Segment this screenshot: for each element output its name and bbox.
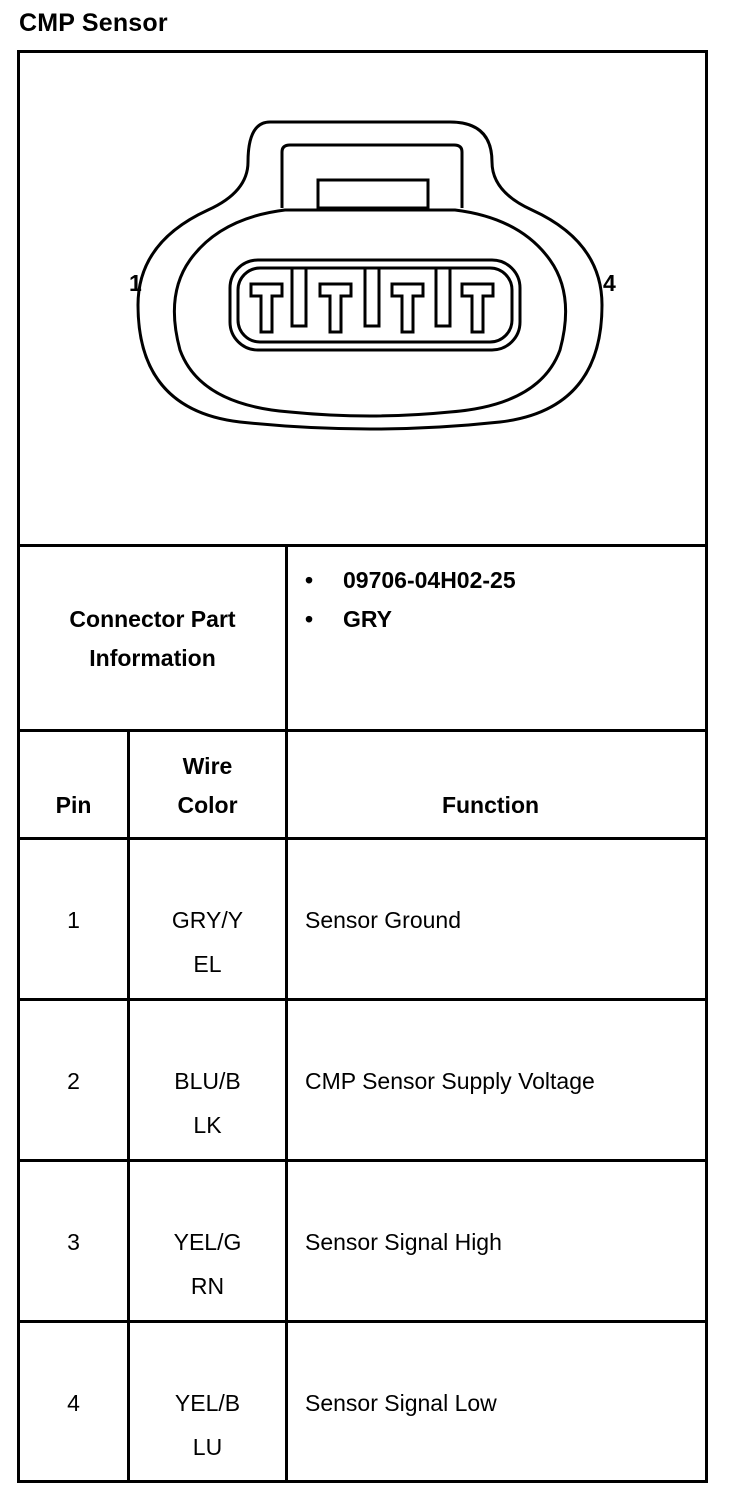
bullet-icon: •	[305, 567, 314, 593]
terminal-pin-1	[249, 282, 284, 334]
part-info-label-line2: Information	[89, 645, 216, 671]
header-function: Function	[441, 792, 540, 818]
divider-row-1-top	[17, 837, 708, 840]
divider-row-4-top	[17, 1320, 708, 1323]
row-1-wire-line2: EL	[193, 951, 222, 977]
row-3-wire-line1: YEL/G	[173, 1229, 242, 1255]
terminal-slot-2	[363, 266, 381, 328]
part-info-label-line1: Connector Part	[69, 606, 236, 632]
divider-row-2-top	[17, 998, 708, 1001]
connector-latch-tab	[316, 178, 430, 210]
header-wire-line2: Color	[177, 792, 238, 818]
row-2-wire-line1: BLU/B	[174, 1068, 241, 1094]
part-info-item: • 09706-04H02-25	[305, 561, 516, 600]
part-info-list: • 09706-04H02-25 • GRY	[305, 561, 516, 639]
row-4-wire-line2: LU	[192, 1434, 223, 1460]
part-number: 09706-04H02-25	[343, 567, 516, 593]
terminal-cavity	[228, 258, 522, 352]
row-3-wire-line2: RN	[190, 1273, 225, 1299]
row-4-pin: 4	[67, 1390, 80, 1416]
row-3-wire-color: YEL/G RN	[130, 1220, 285, 1308]
row-1-wire-color: GRY/Y EL	[130, 898, 285, 986]
part-info-item: • GRY	[305, 600, 516, 639]
terminal-slot-1	[290, 266, 308, 328]
header-wire-color: Wire Color	[130, 747, 285, 825]
header-pin: Pin	[55, 792, 92, 818]
bullet-icon: •	[305, 606, 314, 632]
terminal-slot-3	[434, 266, 452, 328]
terminal-pin-3	[390, 282, 425, 334]
divider-header-top	[17, 729, 708, 732]
row-2-wire-line2: LK	[193, 1112, 222, 1138]
row-2-pin: 2	[67, 1068, 80, 1094]
divider-row-3-top	[17, 1159, 708, 1162]
connector-color: GRY	[343, 606, 392, 632]
row-3-function: Sensor Signal High	[305, 1229, 502, 1255]
connector-inner-housing	[172, 208, 568, 418]
pin-4-label: 4	[603, 270, 616, 296]
divider-part-info-top	[17, 544, 708, 547]
row-4-wire-color: YEL/B LU	[130, 1381, 285, 1469]
page-title: CMP Sensor	[19, 9, 168, 37]
pin-1-label: 1	[129, 270, 142, 296]
connector-outer-housing	[136, 120, 604, 431]
terminal-pin-2	[318, 282, 353, 334]
connector-latch	[280, 143, 464, 208]
terminal-pin-4	[460, 282, 495, 334]
divider-function-column	[285, 544, 288, 1483]
row-2-wire-color: BLU/B LK	[130, 1059, 285, 1147]
row-4-function: Sensor Signal Low	[305, 1390, 497, 1416]
row-4-wire-line1: YEL/B	[174, 1390, 241, 1416]
connector-face-diagram	[136, 120, 604, 431]
row-1-function: Sensor Ground	[305, 907, 461, 933]
row-2-function: CMP Sensor Supply Voltage	[305, 1068, 595, 1094]
divider-pin-column	[127, 729, 130, 1483]
row-1-wire-line1: GRY/Y	[171, 907, 244, 933]
part-info-label: Connector Part Information	[20, 600, 285, 678]
connector-table-frame	[17, 50, 708, 1483]
row-3-pin: 3	[67, 1229, 80, 1255]
header-wire-line1: Wire	[182, 753, 233, 779]
row-1-pin: 1	[67, 907, 80, 933]
